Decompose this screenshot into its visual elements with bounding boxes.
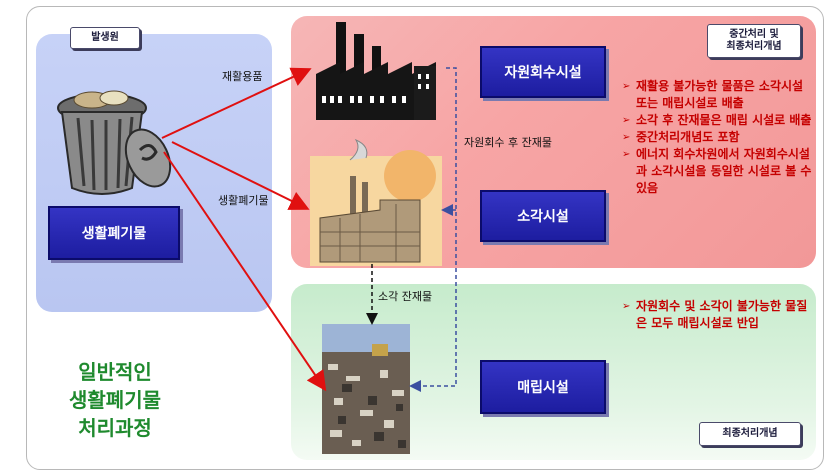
note-item: 중간처리개념도 포함 [622, 129, 812, 146]
arrow-to-incineration [171, 141, 310, 210]
landfill-photo [322, 324, 410, 454]
note-item: 소각 후 잔재물은 매립 시설로 배출 [622, 112, 812, 129]
diagram-title: 일반적인 생활폐기물 처리과정 [40, 358, 190, 442]
landfill-box: 매립시설 [480, 360, 606, 414]
arrow-to-recycling [161, 67, 312, 139]
arrow-to-landfill [163, 151, 327, 392]
intermediate-treatment-tag: 중간처리 및 최종처리개념 [707, 24, 801, 58]
resource-recovery-box: 자원회수시설 [480, 46, 606, 98]
final-notes: 자원회수 및 소각이 불가능한 물질은 모두 매립시설로 반입 [622, 298, 812, 332]
factory-icon [316, 22, 436, 120]
note-item: 재활용 불가능한 물품은 소각시설 또는 매립시설로 배출 [622, 78, 812, 112]
title-line3: 처리과정 [78, 416, 152, 440]
note-item: 에너지 회수차원에서 자원회수시설과 소각시설을 동일한 시설로 볼 수 있음 [622, 146, 812, 197]
household-waste-box: 생활폐기물 [48, 206, 180, 260]
incinerator-icon [310, 138, 442, 266]
intermediate-notes: 재활용 불가능한 물품은 소각시설 또는 매립시설로 배출 소각 후 잔재물은 … [622, 78, 812, 197]
recovery-residue-arrow [409, 67, 457, 392]
title-line1: 일반적인 [78, 360, 152, 384]
residue-after-recovery-label: 자원회수 후 잔재물 [464, 136, 552, 149]
recyclables-label: 재활용품 [222, 70, 263, 83]
title-line2: 생활폐기물 [69, 388, 161, 412]
household-waste-flow-label: 생활폐기물 [218, 194, 269, 207]
intermediate-tag-line1: 중간처리 및 [729, 28, 779, 40]
trash-can-icon [57, 90, 172, 195]
final-treatment-tag: 최종처리개념 [699, 422, 801, 446]
note-item: 자원회수 및 소각이 불가능한 물질은 모두 매립시설로 반입 [622, 298, 812, 332]
source-tag: 발생원 [70, 27, 140, 49]
incineration-residue-label: 소각 잔재물 [378, 290, 433, 303]
incineration-box: 소각시설 [480, 190, 606, 242]
intermediate-tag-line2: 최종처리개념 [726, 41, 782, 52]
